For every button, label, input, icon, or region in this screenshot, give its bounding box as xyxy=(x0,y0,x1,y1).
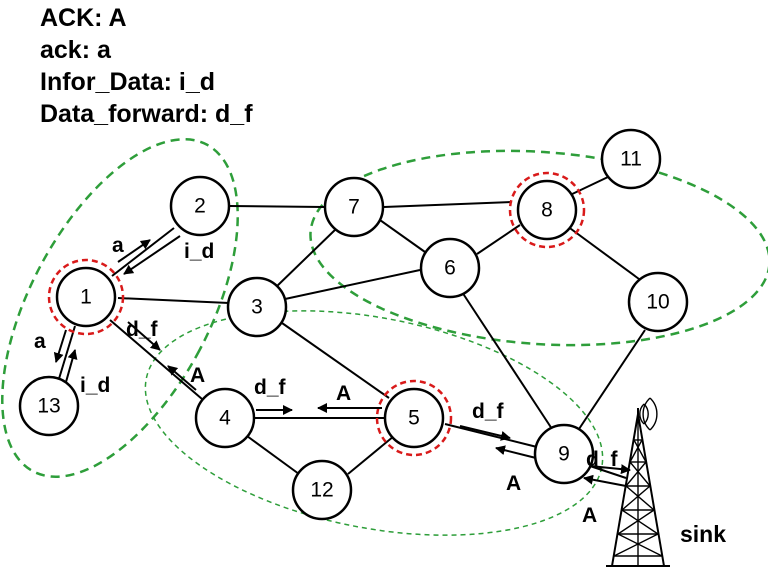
message-labels: a i_d a i_d d_f A d_f A d_f A d_f A xyxy=(34,234,619,527)
node-11: 11 xyxy=(600,128,662,190)
edge-10-9 xyxy=(576,329,646,433)
node-12: 12 xyxy=(291,459,353,521)
edge-5-9 xyxy=(444,423,538,448)
msg-label-id-2-1: i_d xyxy=(184,240,214,263)
arrow-df-9-to-sink xyxy=(589,464,631,475)
edge-1-3 xyxy=(117,297,230,304)
arrow-A-sink-to-9 xyxy=(583,474,627,487)
sink-tower-icon xyxy=(606,397,670,567)
msg-label-A-5-4: A xyxy=(336,382,351,405)
node-6: 6 xyxy=(419,237,481,299)
nodes: 1 2 3 4 5 6 7 8 xyxy=(18,128,689,521)
edge-7-3 xyxy=(274,227,338,289)
node-label-4: 4 xyxy=(219,407,231,430)
node-label-9: 9 xyxy=(558,443,570,466)
legend-infor-data: Infor_Data: i_d xyxy=(40,68,216,96)
node-label-7: 7 xyxy=(348,196,360,219)
message-arrows xyxy=(53,235,631,487)
cluster-head-ring-1 xyxy=(47,258,125,336)
edge-3-6 xyxy=(284,269,421,300)
arrow-id-2-to-1 xyxy=(123,235,181,275)
legend-ack-lower: ack: a xyxy=(40,36,111,64)
cluster-head-rings xyxy=(47,171,586,457)
node-8: 8 xyxy=(516,179,578,241)
node-label-6: 6 xyxy=(444,257,456,280)
cluster-head-ring-5 xyxy=(375,379,453,457)
edge-7-6 xyxy=(379,219,426,253)
msg-label-id-13-1: i_d xyxy=(80,374,110,397)
edge-7-8 xyxy=(383,201,513,208)
node-label-1: 1 xyxy=(80,286,92,309)
node-label-5: 5 xyxy=(408,407,420,430)
arrow-df-5-to-9 xyxy=(459,425,511,441)
node-2: 2 xyxy=(169,175,231,237)
node-label-11: 11 xyxy=(620,148,642,171)
node-7: 7 xyxy=(323,176,385,238)
legend-ack: ACK: A xyxy=(40,4,127,32)
edge-8-6 xyxy=(476,224,521,255)
edge-5-12 xyxy=(347,435,395,475)
node-3: 3 xyxy=(226,276,288,338)
node-label-13: 13 xyxy=(37,395,60,418)
node-10: 10 xyxy=(627,271,689,333)
arrow-A-4-to-1 xyxy=(167,365,197,391)
node-5: 5 xyxy=(383,387,445,449)
msg-label-df-1-4: d_f xyxy=(126,318,159,341)
node-4: 4 xyxy=(194,387,256,449)
node-label-8: 8 xyxy=(541,199,553,222)
edge-3-5 xyxy=(281,322,390,399)
edge-6-9 xyxy=(461,291,555,433)
edges xyxy=(57,176,646,479)
arrow-a-1-to-2 xyxy=(117,239,151,263)
arrow-A-9-to-5 xyxy=(495,445,537,459)
legend-data-forward: Data_forward: d_f xyxy=(40,100,253,128)
msg-label-a-1-2: a xyxy=(112,234,124,257)
edge-4-12 xyxy=(246,435,300,475)
sink-label: sink xyxy=(680,521,726,547)
arrow-id-13-to-1 xyxy=(65,349,78,383)
msg-label-a-1-13: a xyxy=(34,330,46,353)
node-label-3: 3 xyxy=(251,296,263,319)
edge-1-13 xyxy=(57,325,76,383)
node-label-10: 10 xyxy=(646,291,669,314)
cluster-1 xyxy=(1,138,239,478)
msg-label-A-9-5: A xyxy=(506,472,521,495)
node-9: 9 xyxy=(533,423,595,485)
node-label-12: 12 xyxy=(310,479,333,502)
arrow-df-1-to-4 xyxy=(127,321,161,351)
cluster-head-ring-8 xyxy=(508,171,586,249)
arrow-a-1-to-13 xyxy=(53,329,67,363)
edge-8-10 xyxy=(566,225,640,280)
edge-9-sink xyxy=(589,465,627,479)
node-1: 1 xyxy=(55,266,117,328)
node-13: 13 xyxy=(18,375,80,437)
edge-8-11 xyxy=(567,176,609,197)
cluster-8 xyxy=(309,149,768,347)
legend: ACK: A ack: a Infor_Data: i_d Data_forwa… xyxy=(40,2,253,130)
msg-label-df-4-5: d_f xyxy=(254,376,287,399)
msg-label-df-5-9: d_f xyxy=(472,400,505,423)
node-label-2: 2 xyxy=(194,195,206,218)
msg-label-A-4-1: A xyxy=(190,364,205,387)
edge-1-4 xyxy=(109,319,203,400)
edge-2-7 xyxy=(229,205,325,208)
msg-label-df-9-sink: d_f xyxy=(586,448,619,471)
msg-label-A-sink-9: A xyxy=(582,504,597,527)
edge-1-2 xyxy=(111,227,175,277)
